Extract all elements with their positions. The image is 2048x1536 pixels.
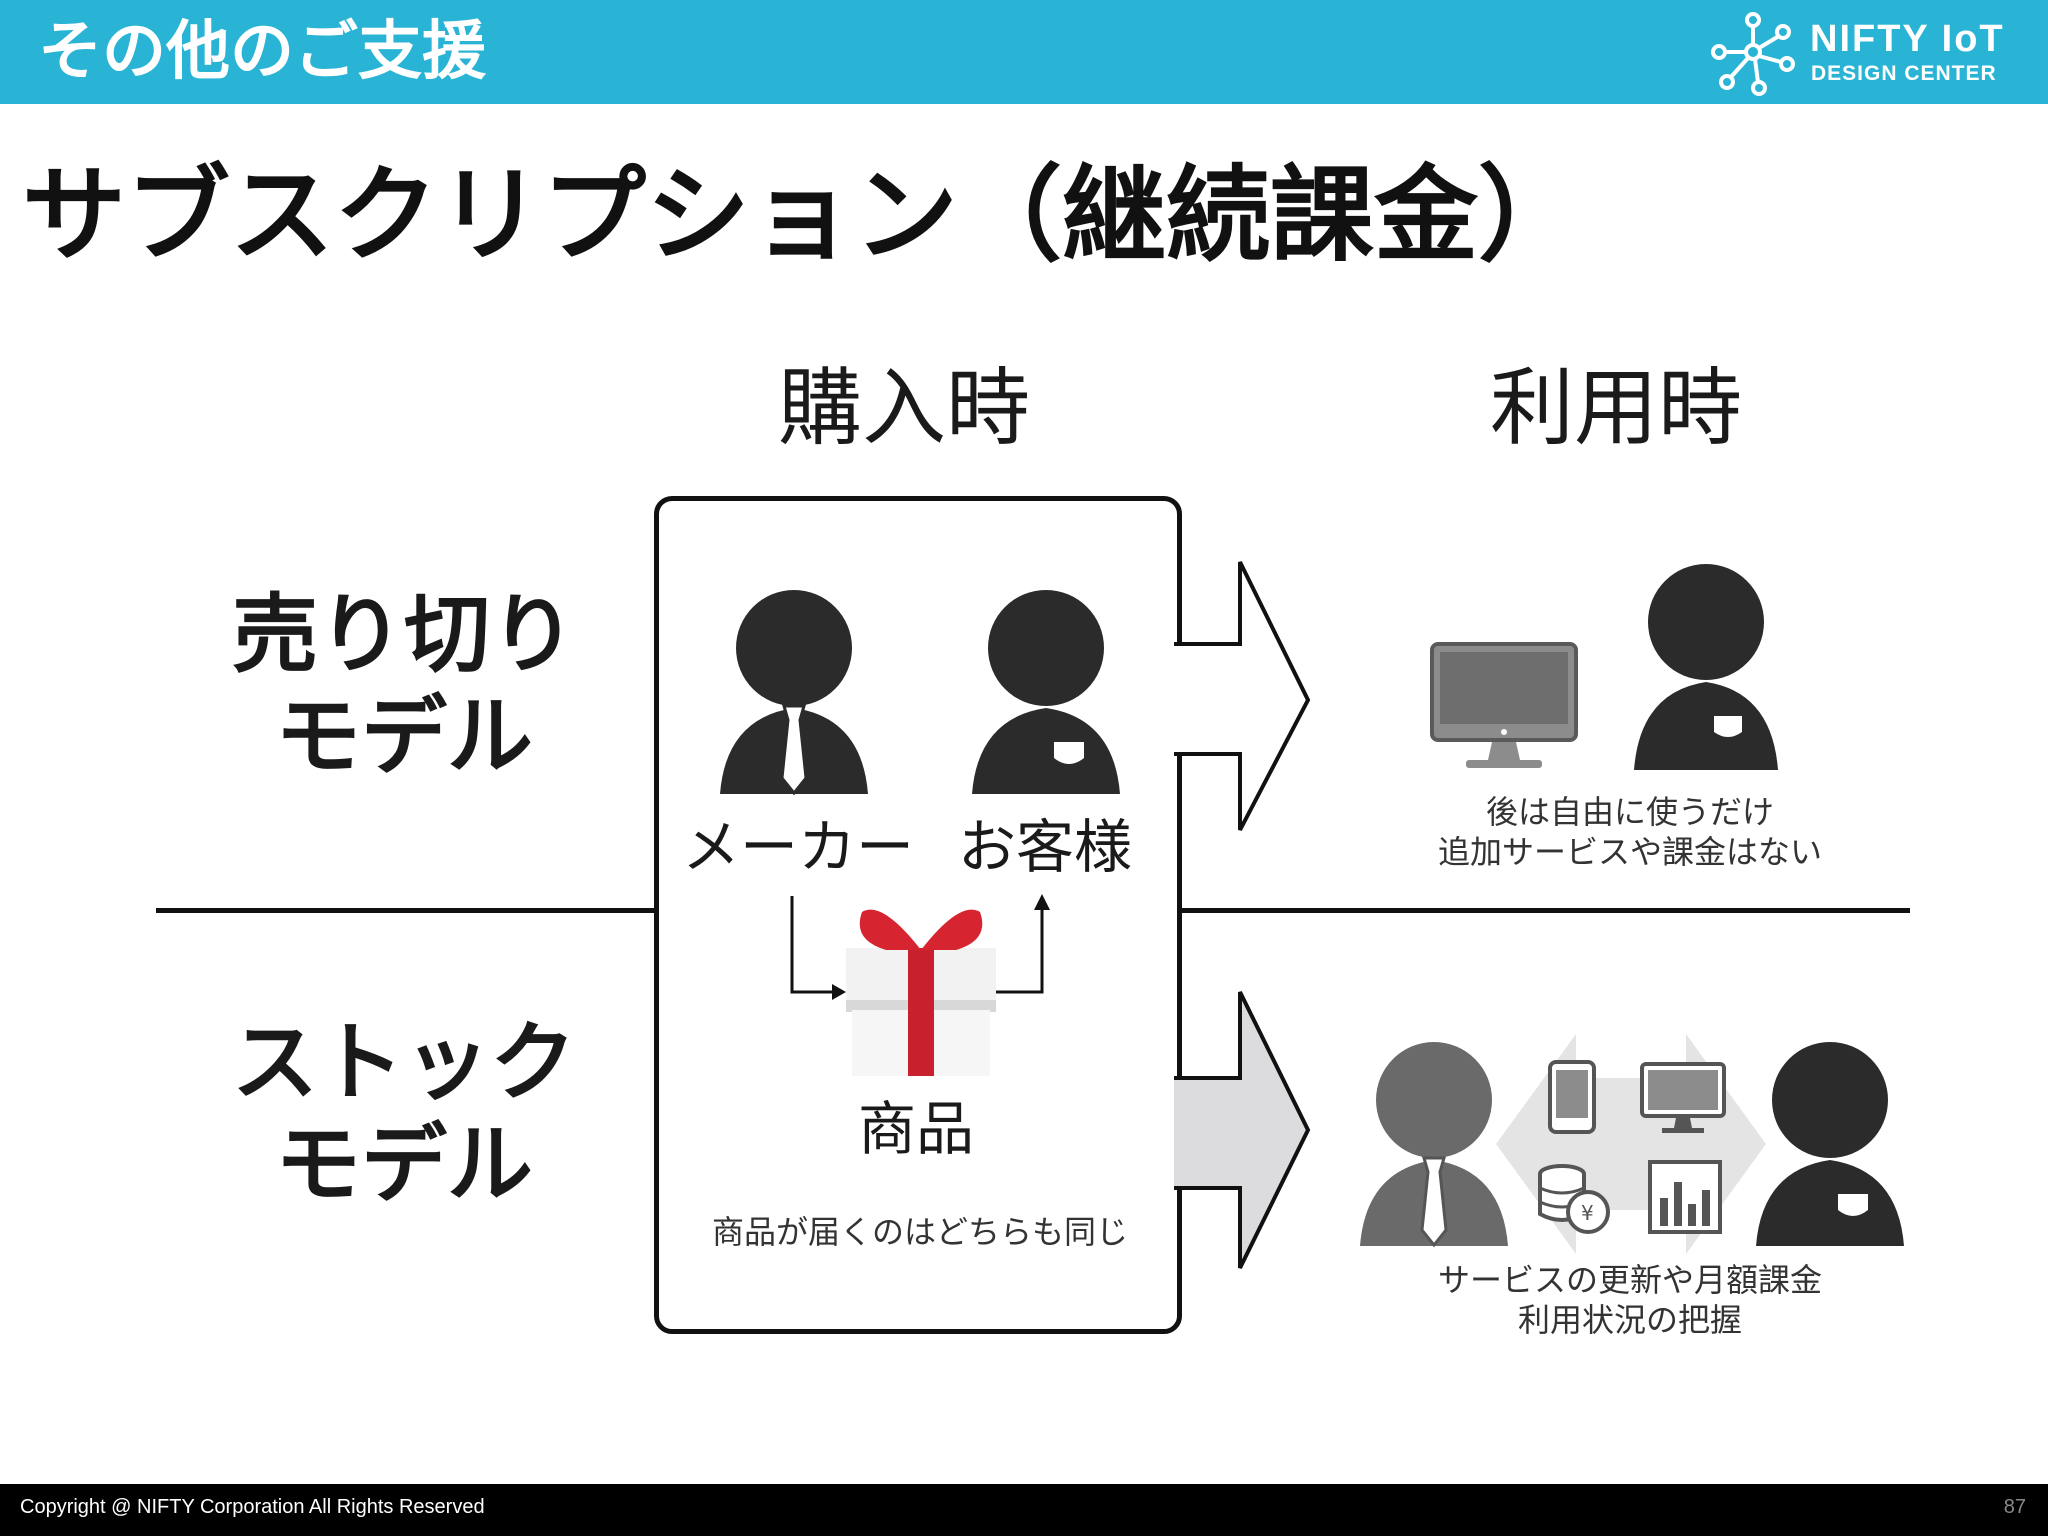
copyright-text: Copyright @ NIFTY Corporation All Rights… <box>20 1496 485 1518</box>
slide-title: サブスクリプション（継続課金） <box>22 154 1583 276</box>
header-bar: その他のご支援 NIFTY IoT DESIGN CENTER <box>0 0 2048 104</box>
column-heading-purchase: 購入時 <box>778 359 1031 457</box>
company-logo: NIFTY IoT DESIGN CENTER <box>1705 8 2025 98</box>
stock-usage-line1: サービスの更新や月額課金 <box>1437 1261 1822 1299</box>
customer-icon <box>972 590 1120 794</box>
gift-box-icon <box>846 909 996 1076</box>
bar-chart-icon <box>1648 1160 1722 1234</box>
arrow-sellout <box>1174 561 1311 831</box>
column-heading-usage: 利用時 <box>1490 359 1743 457</box>
businessman-stock-icon <box>1360 1042 1508 1248</box>
flow-arrow-right <box>990 894 1050 994</box>
row-label-stock-line2: モデル <box>275 1115 533 1215</box>
businessman-icon <box>720 590 868 796</box>
flow-arrow-left <box>790 896 846 1000</box>
network-logo-icon <box>1711 12 1795 96</box>
svg-text:¥: ¥ <box>1581 1201 1594 1225</box>
logo-subtext: DESIGN CENTER <box>1811 62 1997 85</box>
customer-stock-icon <box>1756 1042 1904 1246</box>
row-divider-right <box>1174 908 1910 913</box>
sellout-usage-line2: 追加サービスや課金はない <box>1437 833 1822 871</box>
page-number: 87 <box>2003 1496 2026 1518</box>
footer-bar: Copyright @ NIFTY Corporation All Rights… <box>0 1484 2048 1536</box>
coins-icon: ¥ <box>1538 1164 1610 1234</box>
logo-text: NIFTY IoT <box>1810 18 2005 60</box>
maker-label: メーカー <box>682 813 915 881</box>
stock-usage-line2: 利用状況の把握 <box>1517 1301 1742 1339</box>
product-label: 商品 <box>858 1095 975 1163</box>
monitor-small-icon <box>1640 1062 1726 1133</box>
row-label-sellout: 売り切り モデル <box>204 584 604 788</box>
sellout-usage-text: 後は自由に使うだけ 追加サービスや課金はない <box>1380 792 1880 872</box>
customer-label: お客様 <box>958 813 1133 881</box>
arrow-stock <box>1174 991 1311 1269</box>
box-note: 商品が届くのはどちらも同じ <box>711 1213 1128 1251</box>
row-label-sellout-line2: モデル <box>275 687 533 787</box>
stock-usage-text: サービスの更新や月額課金 利用状況の把握 <box>1380 1260 1880 1340</box>
smartphone-icon <box>1548 1060 1596 1134</box>
row-label-stock-line1: ストック <box>232 1013 576 1113</box>
row-label-sellout-line1: 売り切り <box>232 585 576 685</box>
row-label-stock: ストック モデル <box>204 1012 604 1216</box>
row-divider-left <box>156 908 656 913</box>
section-title: その他のご支援 <box>38 15 486 89</box>
monitor-icon <box>1430 642 1578 768</box>
customer-usage-icon <box>1634 564 1778 770</box>
sellout-usage-line1: 後は自由に使うだけ <box>1485 793 1774 831</box>
